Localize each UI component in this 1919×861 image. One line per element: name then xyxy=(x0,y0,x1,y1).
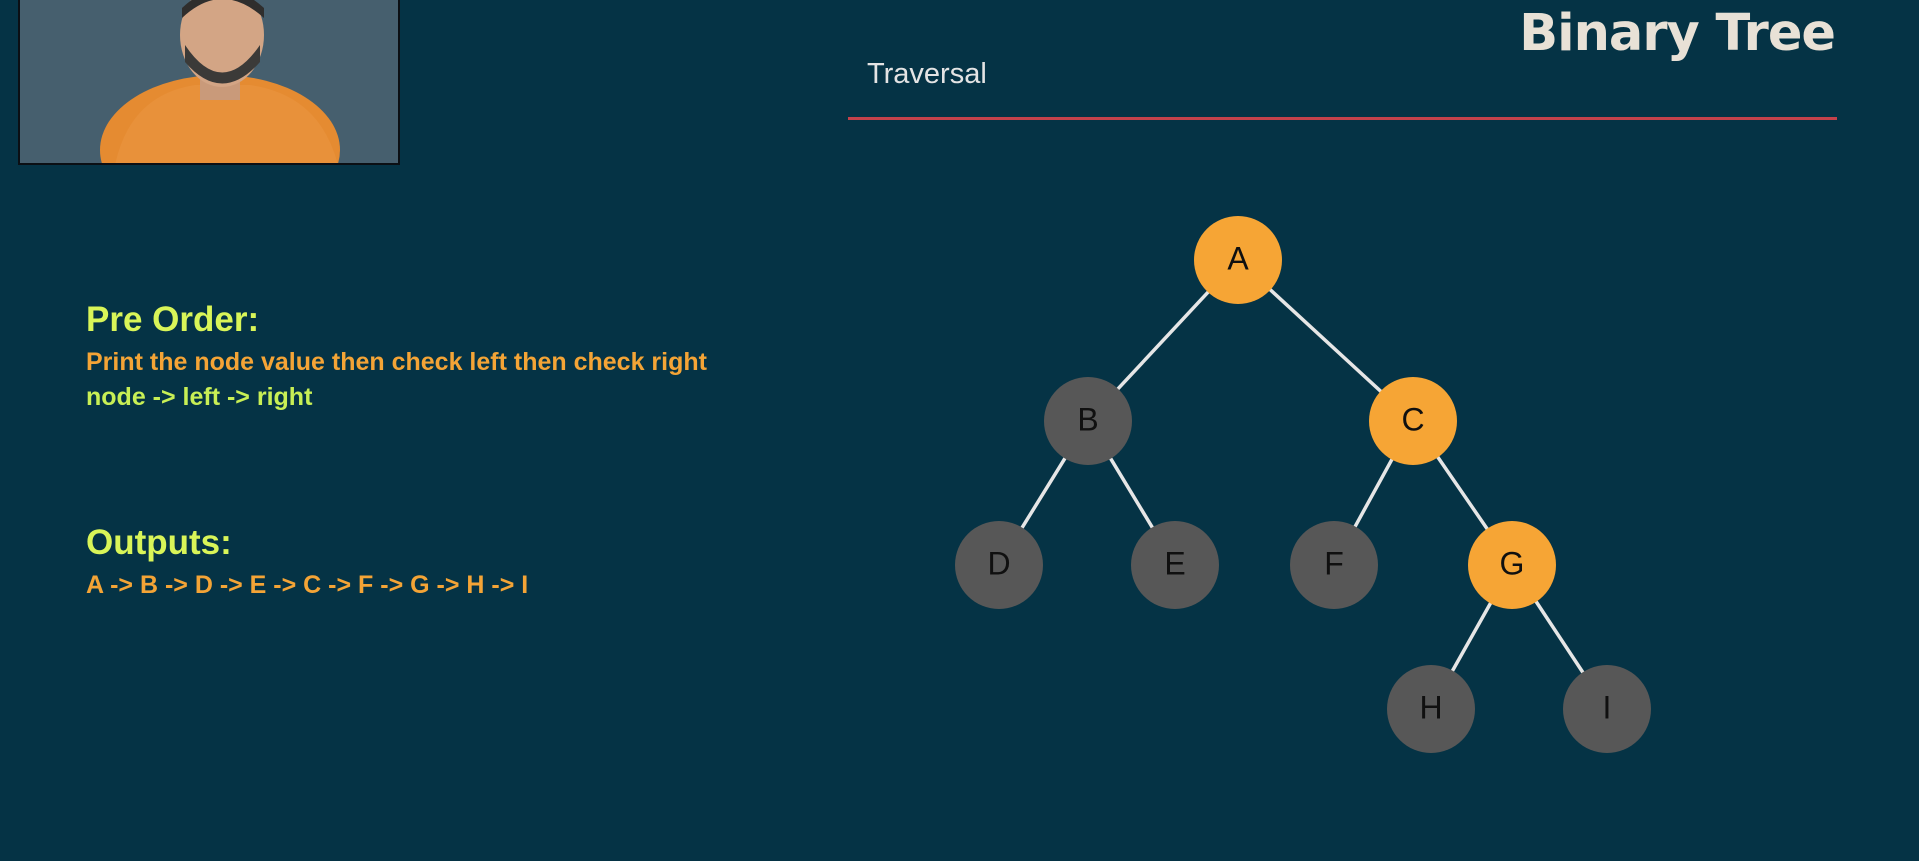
tree-node-label-e: E xyxy=(1164,545,1185,581)
presenter-image xyxy=(20,0,398,163)
tree-node-circle-h xyxy=(1387,665,1475,753)
tree-node-circle-d xyxy=(955,521,1043,609)
tree-node-circle-e xyxy=(1131,521,1219,609)
header-divider xyxy=(848,117,1837,120)
tree-node-e: E xyxy=(1131,521,1219,609)
tree-edges xyxy=(1020,288,1585,675)
tree-node-circle-i xyxy=(1563,665,1651,753)
tree-node-label-c: C xyxy=(1401,401,1424,437)
tree-node-circle-b xyxy=(1044,377,1132,465)
tree-node-a: A xyxy=(1194,216,1282,304)
slide-subtitle: Traversal xyxy=(867,58,987,90)
pre-order-description: Print the node value then check left the… xyxy=(86,348,707,376)
tree-node-c: C xyxy=(1369,377,1457,465)
tree-node-h: H xyxy=(1387,665,1475,753)
tree-nodes: A B C D E F G H I xyxy=(955,216,1651,753)
tree-node-d: D xyxy=(955,521,1043,609)
tree-node-circle-f xyxy=(1290,521,1378,609)
tree-node-label-g: G xyxy=(1500,545,1525,581)
pre-order-heading: Pre Order: xyxy=(86,300,260,339)
tree-node-label-f: F xyxy=(1324,545,1344,581)
tree-edge-a-b xyxy=(1116,290,1210,391)
tree-edge-c-f xyxy=(1353,457,1394,529)
tree-edge-c-g xyxy=(1436,455,1489,531)
tree-node-label-a: A xyxy=(1227,240,1249,276)
tree-node-f: F xyxy=(1290,521,1378,609)
tree-edge-a-c xyxy=(1268,288,1383,393)
tree-node-label-i: I xyxy=(1603,689,1612,725)
outputs-sequence: A -> B -> D -> E -> C -> F -> G -> H -> … xyxy=(86,571,529,599)
pre-order-pattern: node -> left -> right xyxy=(86,383,313,411)
tree-edge-g-h xyxy=(1450,601,1493,673)
tree-node-circle-g xyxy=(1468,521,1556,609)
tree-node-label-d: D xyxy=(987,545,1010,581)
tree-node-circle-a xyxy=(1194,216,1282,304)
tree-node-circle-c xyxy=(1369,377,1457,465)
outputs-heading: Outputs: xyxy=(86,523,232,562)
tree-node-b: B xyxy=(1044,377,1132,465)
presenter-webcam xyxy=(18,0,400,165)
tree-edge-b-e xyxy=(1109,456,1154,530)
tree-node-i: I xyxy=(1563,665,1651,753)
slide-title: Binary Tree xyxy=(1519,4,1836,63)
tree-edge-g-i xyxy=(1534,599,1585,675)
tree-node-g: G xyxy=(1468,521,1556,609)
tree-node-label-h: H xyxy=(1419,689,1442,725)
tree-node-label-b: B xyxy=(1077,401,1098,437)
tree-edge-b-d xyxy=(1020,456,1067,530)
